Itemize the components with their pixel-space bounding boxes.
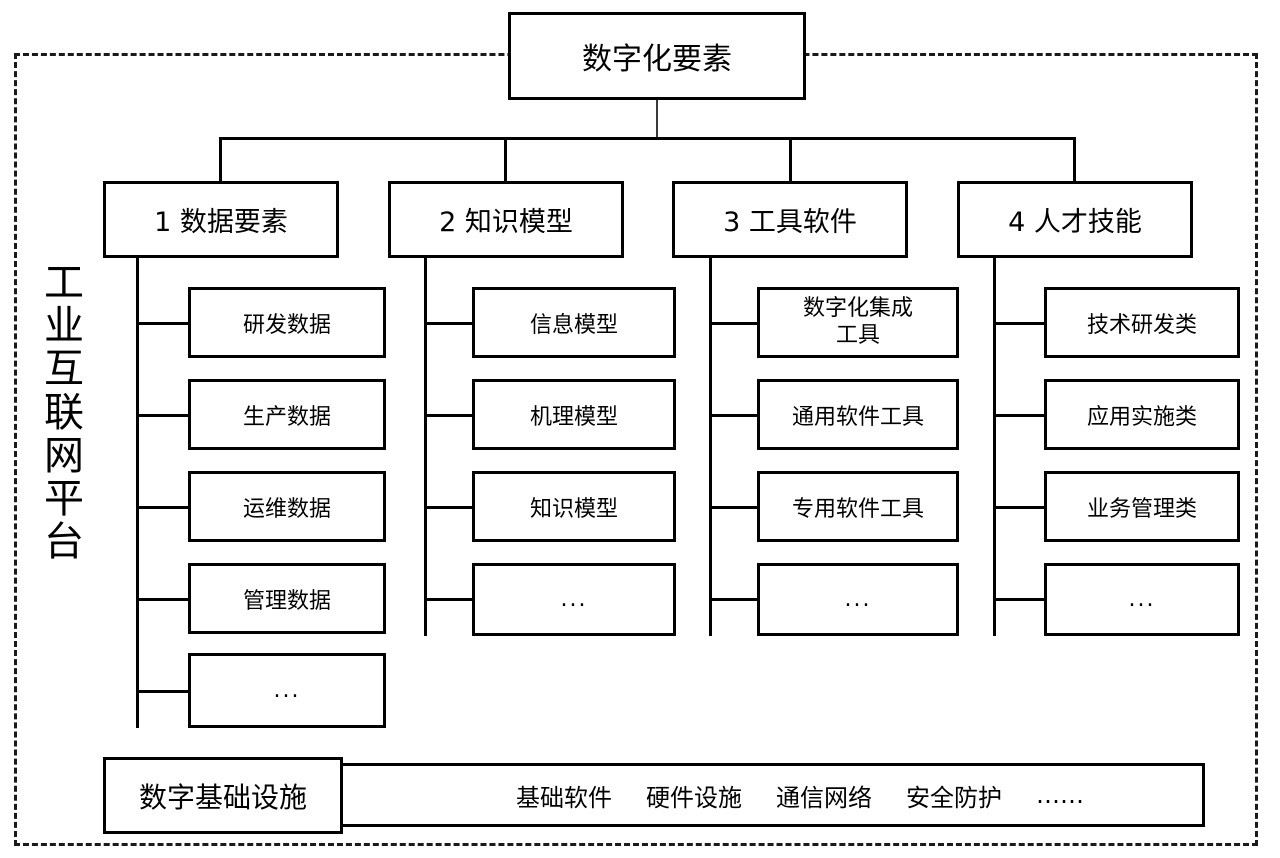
connector-stub-2-4 xyxy=(424,598,474,601)
connector-stub-1-3 xyxy=(136,506,188,509)
child-box-2-3[interactable]: 知识模型 xyxy=(472,471,676,542)
root-node-label: 数字化要素 xyxy=(582,42,732,77)
vertical-label-char-5: 网 xyxy=(44,432,84,479)
connector-stub-1-2 xyxy=(136,414,188,417)
category-box-1[interactable]: 1 数据要素 xyxy=(103,181,339,258)
category-box-4[interactable]: 4 人才技能 xyxy=(957,181,1193,258)
infrastructure-label-box[interactable]: 数字基础设施 xyxy=(103,757,343,834)
vertical-label-char-3: 互 xyxy=(44,346,84,393)
child-box-3-3[interactable]: 专用软件工具 xyxy=(757,471,959,542)
child-box-4-4[interactable]: ... xyxy=(1044,563,1240,636)
root-node-digital-elements[interactable]: 数字化要素 xyxy=(508,12,806,100)
connector-stub-4-3 xyxy=(993,506,1046,509)
connector-drop-category-4 xyxy=(1073,137,1076,182)
category-box-2[interactable]: 2 知识模型 xyxy=(388,181,624,258)
child-box-1-3[interactable]: 运维数据 xyxy=(188,471,386,542)
child-box-1-1[interactable]: 研发数据 xyxy=(188,287,386,358)
category-4-label: 4 人才技能 xyxy=(1008,207,1142,238)
connector-trunk-4 xyxy=(993,258,996,636)
connector-stub-3-3 xyxy=(709,506,759,509)
child-1-3-label: 运维数据 xyxy=(242,496,331,522)
connector-horizontal-bus xyxy=(219,137,1076,140)
child-box-4-2[interactable]: 应用实施类 xyxy=(1044,379,1240,450)
infrastructure-item-3[interactable]: 通信网络 xyxy=(776,783,872,812)
child-2-2-label: 机理模型 xyxy=(529,404,618,430)
vertical-label-char-6: 平 xyxy=(44,475,84,522)
infrastructure-label: 数字基础设施 xyxy=(138,780,307,814)
connector-drop-category-3 xyxy=(789,137,792,182)
child-box-2-4[interactable]: ... xyxy=(472,563,676,636)
child-box-4-3[interactable]: 业务管理类 xyxy=(1044,471,1240,542)
category-box-3[interactable]: 3 工具软件 xyxy=(672,181,908,258)
child-2-4-label: ... xyxy=(560,587,588,612)
category-3-label: 3 工具软件 xyxy=(723,207,857,238)
child-box-2-1[interactable]: 信息模型 xyxy=(472,287,676,358)
vertical-label-char-4: 联 xyxy=(44,389,84,436)
connector-stub-3-4 xyxy=(709,598,759,601)
infrastructure-item-4[interactable]: 安全防护 xyxy=(906,783,1002,812)
connector-stub-2-1 xyxy=(424,322,474,325)
connector-stub-1-5 xyxy=(136,690,188,693)
category-1-label: 1 数据要素 xyxy=(154,207,288,238)
category-2-label: 2 知识模型 xyxy=(439,207,573,238)
child-1-1-label: 研发数据 xyxy=(242,312,331,338)
connector-trunk-2 xyxy=(424,258,427,636)
child-1-5-label: ... xyxy=(273,678,301,703)
child-1-2-label: 生产数据 xyxy=(242,404,331,430)
child-1-4-label: 管理数据 xyxy=(242,588,331,614)
connector-stub-2-2 xyxy=(424,414,474,417)
infrastructure-item-2[interactable]: 硬件设施 xyxy=(646,783,742,812)
connector-drop-category-1 xyxy=(219,137,222,182)
connector-stub-1-1 xyxy=(136,322,188,325)
infrastructure-items: 基础软件 硬件设施 通信网络 安全防护 …… xyxy=(516,778,1084,813)
child-3-1-label-line1: 数字化集成 xyxy=(802,295,913,321)
connector-stub-3-2 xyxy=(709,414,759,417)
vertical-label-char-7: 台 xyxy=(44,519,84,566)
vertical-label-char-1: 工 xyxy=(44,260,84,306)
child-box-3-1[interactable]: 数字化集成 工具 xyxy=(757,287,959,358)
infrastructure-item-ellipsis: …… xyxy=(1036,781,1084,809)
connector-stub-1-4 xyxy=(136,598,188,601)
child-box-1-5[interactable]: ... xyxy=(188,653,386,728)
child-box-3-2[interactable]: 通用软件工具 xyxy=(757,379,959,450)
child-3-3-label: 专用软件工具 xyxy=(791,496,924,522)
connector-stub-4-4 xyxy=(993,598,1046,601)
child-4-4-label: ... xyxy=(1128,587,1156,612)
connector-trunk-1 xyxy=(136,258,139,728)
connector-stub-4-2 xyxy=(993,414,1046,417)
connector-root-stem xyxy=(656,100,658,139)
connector-trunk-3 xyxy=(709,258,712,636)
child-box-1-2[interactable]: 生产数据 xyxy=(188,379,386,450)
child-2-1-label: 信息模型 xyxy=(529,312,618,338)
platform-vertical-label: 工 业 互 联 网 平 台 xyxy=(28,260,100,732)
child-box-3-4[interactable]: ... xyxy=(757,563,959,636)
vertical-label-char-2: 业 xyxy=(44,303,84,350)
connector-stub-2-3 xyxy=(424,506,474,509)
connector-drop-category-2 xyxy=(504,137,507,182)
child-3-1-label-line2: 工具 xyxy=(835,322,880,348)
child-box-1-4[interactable]: 管理数据 xyxy=(188,563,386,634)
child-box-2-2[interactable]: 机理模型 xyxy=(472,379,676,450)
infrastructure-item-1[interactable]: 基础软件 xyxy=(516,783,612,812)
child-box-4-1[interactable]: 技术研发类 xyxy=(1044,287,1240,358)
child-3-4-label: ... xyxy=(844,587,872,612)
child-4-2-label: 应用实施类 xyxy=(1086,404,1197,430)
connector-stub-3-1 xyxy=(709,322,759,325)
child-3-2-label: 通用软件工具 xyxy=(791,404,924,430)
child-4-3-label: 业务管理类 xyxy=(1086,496,1197,522)
child-4-1-label: 技术研发类 xyxy=(1086,312,1197,338)
connector-stub-4-1 xyxy=(993,322,1046,325)
child-2-3-label: 知识模型 xyxy=(529,496,618,522)
